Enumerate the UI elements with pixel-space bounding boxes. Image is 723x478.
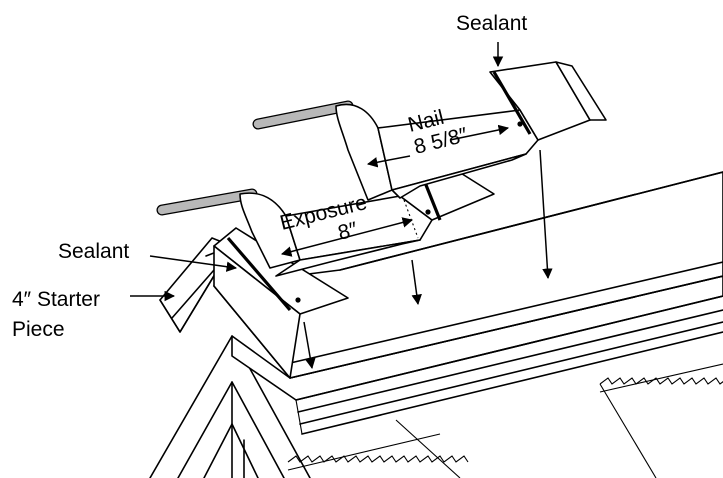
top-ridge-cap	[252, 61, 607, 201]
zigzag-rafters	[287, 363, 723, 478]
label-starter-line1: 4″ Starter	[12, 288, 100, 311]
label-sealant-top: Sealant	[456, 12, 527, 35]
label-starter-line2: Piece	[12, 318, 65, 341]
arrows	[130, 42, 553, 370]
label-sealant-left: Sealant	[58, 240, 129, 263]
front-ridge-cap	[213, 227, 349, 379]
